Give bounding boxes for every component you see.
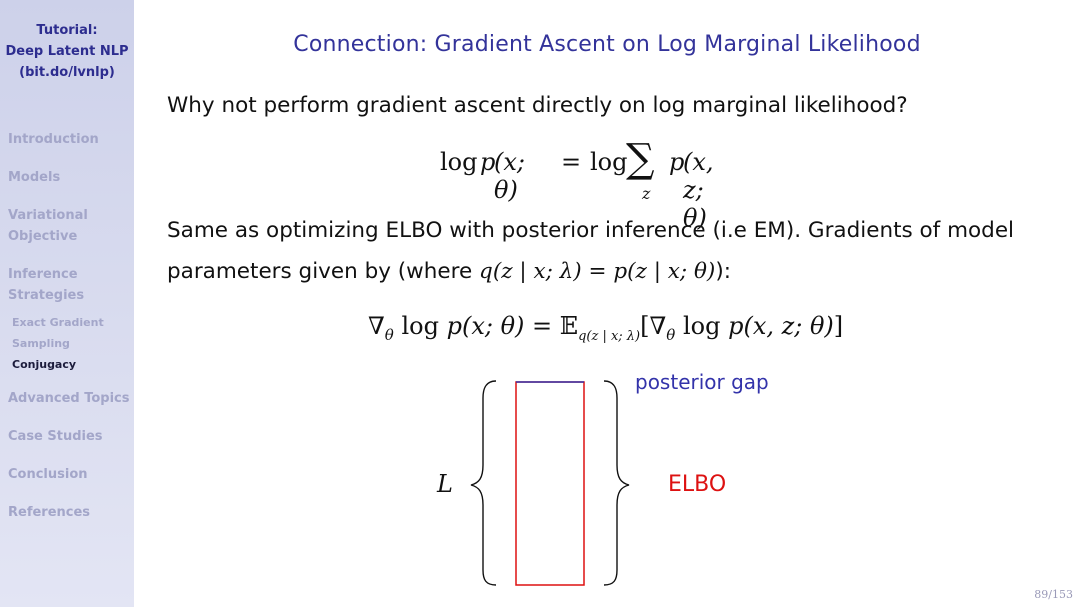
inline-eq-q-args: (z | x; λ) [492, 259, 582, 284]
slide-title: Connection: Gradient Ascent on Log Margi… [293, 32, 921, 57]
sidebar-title-line2[interactable]: Deep Latent NLP [5, 44, 129, 59]
eq2-nabla: ∇ [368, 312, 385, 340]
sidebar-subitem-conjugacy[interactable]: Conjugacy [12, 358, 77, 371]
eq2-rhs-log: log [682, 312, 721, 340]
elbo-rect [515, 381, 585, 586]
paragraph-line2-prefix: parameters given by (where [167, 259, 480, 284]
eq2-nabla-sub: θ [384, 325, 394, 344]
sidebar-item-introduction[interactable]: Introduction [8, 132, 99, 147]
paragraph-line1: Same as optimizing ELBO with posterior i… [167, 218, 1015, 243]
eq2-expectation-sub: q(z | x; λ) [578, 328, 641, 344]
inline-eq-p: p [613, 259, 628, 284]
sidebar-title-line3[interactable]: (bit.do/lvnlp) [19, 65, 115, 80]
page-number: 89/153 [1034, 588, 1073, 601]
paragraph-line2: parameters given by (where q(z | x; λ) =… [167, 259, 731, 284]
eq2-expectation: 𝔼 [559, 312, 579, 340]
elbo-label: ELBO [668, 472, 727, 497]
question-text: Why not perform gradient ascent directly… [167, 93, 908, 118]
sidebar-item-variational-objective[interactable]: Variational Objective [8, 205, 88, 247]
inline-eq-p-args: (z | x; θ) [627, 259, 716, 284]
sidebar-item-references[interactable]: References [8, 505, 91, 520]
eq2-bracket-close: ] [833, 312, 844, 340]
inline-eq-equals: = [588, 259, 607, 284]
sidebar-item-conclusion[interactable]: Conclusion [8, 467, 88, 482]
left-brace [470, 380, 497, 586]
eq1-log: log [440, 148, 478, 176]
equation-gradient: ∇θ log p(x; θ) = 𝔼q(z | x; λ)[∇θ log p(x… [368, 312, 843, 352]
inline-eq-q: q [479, 259, 493, 284]
eq1-lhs-args: (x; θ) [494, 148, 525, 204]
eq1-p: p [480, 148, 496, 176]
eq2-equals: = [532, 312, 553, 340]
sidebar-item-models[interactable]: Models [8, 170, 61, 185]
sidebar-title[interactable]: Tutorial: Deep Latent NLP (bit.do/lvnlp) [0, 20, 134, 83]
eq2-bracket-open: [ [640, 312, 650, 340]
eq1-p-rhs: p [669, 148, 685, 176]
sidebar-item-inference-strategies-line2[interactable]: Strategies [8, 288, 85, 303]
eq2-rhs-p: p [728, 312, 744, 340]
sidebar-subitem-sampling[interactable]: Sampling [12, 337, 70, 350]
sidebar-item-variational-objective-line1[interactable]: Variational [8, 208, 88, 223]
sidebar-title-line1[interactable]: Tutorial: [36, 23, 98, 38]
eq1-rhs-args: (x, z; θ) [683, 148, 714, 232]
eq2-log: log [401, 312, 439, 340]
sidebar-subitem-exact-gradient[interactable]: Exact Gradient [12, 316, 104, 329]
eq2-lhs-args: (x; θ) [461, 312, 525, 340]
diagram-label-L: L [437, 470, 453, 498]
sidebar-item-variational-objective-line2[interactable]: Objective [8, 229, 78, 244]
sidebar-item-inference-strategies-line1[interactable]: Inference [8, 267, 78, 282]
paragraph-line2-suffix: ): [715, 259, 731, 284]
eq2-rhs-nabla: ∇ [649, 312, 667, 340]
sidebar-item-case-studies[interactable]: Case Studies [8, 429, 103, 444]
eq2-rhs-args: (x, z; θ) [743, 312, 834, 340]
eq1-equals: = [561, 148, 582, 176]
right-brace [603, 380, 630, 586]
eq1-sum-symbol: ∑ [626, 136, 655, 182]
sidebar-item-advanced-topics[interactable]: Advanced Topics [8, 391, 130, 406]
sidebar-item-inference-strategies[interactable]: Inference Strategies [8, 264, 84, 306]
sidebar-nav: Tutorial: Deep Latent NLP (bit.do/lvnlp)… [0, 0, 134, 607]
eq1-sum-sub: z [642, 184, 651, 203]
eq2-rhs-nabla-sub: θ [666, 325, 676, 344]
posterior-gap-label: posterior gap [635, 370, 769, 394]
eq1-log-rhs: log [590, 148, 628, 176]
eq2-p: p [446, 312, 462, 340]
